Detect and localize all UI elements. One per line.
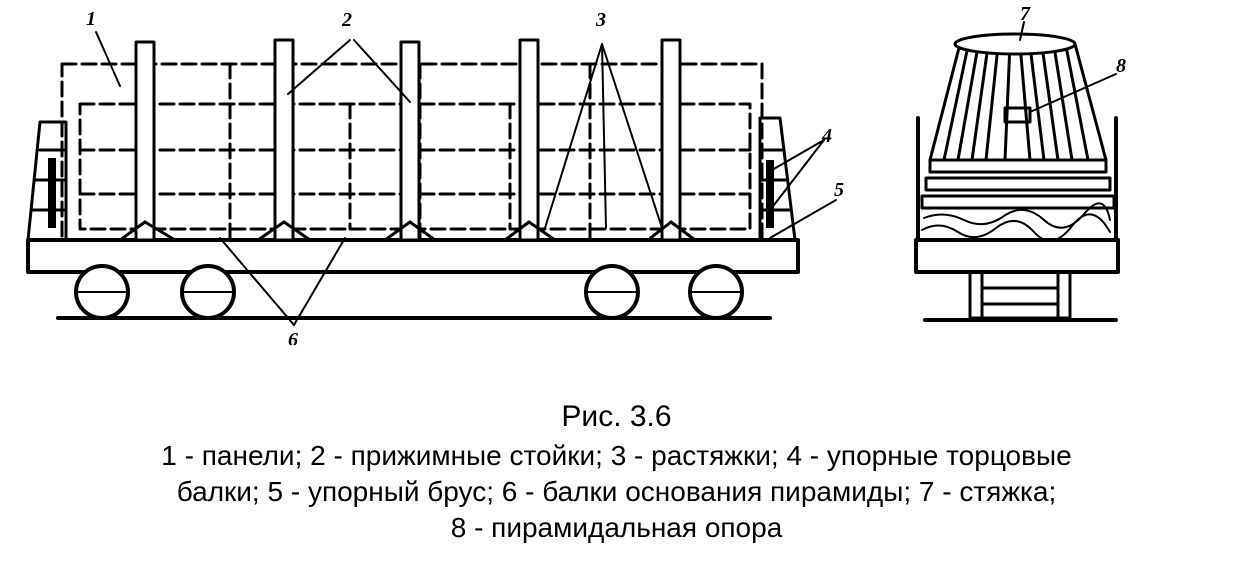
ballast-end <box>921 202 1111 242</box>
leader-lines-side <box>95 31 837 326</box>
callout-1: 1 <box>86 8 96 30</box>
caption-line-1: 1 - панели; 2 - прижимные стойки; 3 - ра… <box>161 440 1072 471</box>
callout-4: 4 <box>821 125 832 147</box>
callout-5: 5 <box>834 179 844 201</box>
caption-title: Рис. 3.6 <box>561 400 672 433</box>
callout-3: 3 <box>595 9 606 31</box>
platform-end <box>914 238 1120 274</box>
callout-7: 7 <box>1020 3 1031 25</box>
tie-end <box>953 32 1077 56</box>
callout-8: 8 <box>1116 55 1126 77</box>
callouts: 1 2 3 4 5 6 7 8 <box>86 3 1126 345</box>
pyramid-support <box>920 42 1116 210</box>
pyramid-base-beams <box>118 220 697 242</box>
callout-2: 2 <box>341 9 352 31</box>
hatch-strips <box>48 158 774 228</box>
caption-line-3: 8 - пирамидальная опора <box>450 512 783 543</box>
wheels-side <box>74 264 744 320</box>
bogie-end <box>968 270 1072 320</box>
caption-line-2: балки; 5 - упорный брус; 6 - балки основ… <box>176 476 1057 507</box>
pressing-stands <box>134 38 682 242</box>
platform-side <box>26 238 800 274</box>
wagon-diagram: 1 2 3 4 5 6 7 8 <box>26 3 1126 345</box>
leader-lines-end <box>1019 21 1117 113</box>
callout-6: 6 <box>288 329 298 345</box>
end-view <box>914 21 1120 322</box>
figure-caption: Рис. 3.6 1 - панели; 2 - прижимные стойк… <box>0 400 1233 546</box>
side-walls-end <box>916 116 1118 242</box>
side-view <box>26 31 837 326</box>
